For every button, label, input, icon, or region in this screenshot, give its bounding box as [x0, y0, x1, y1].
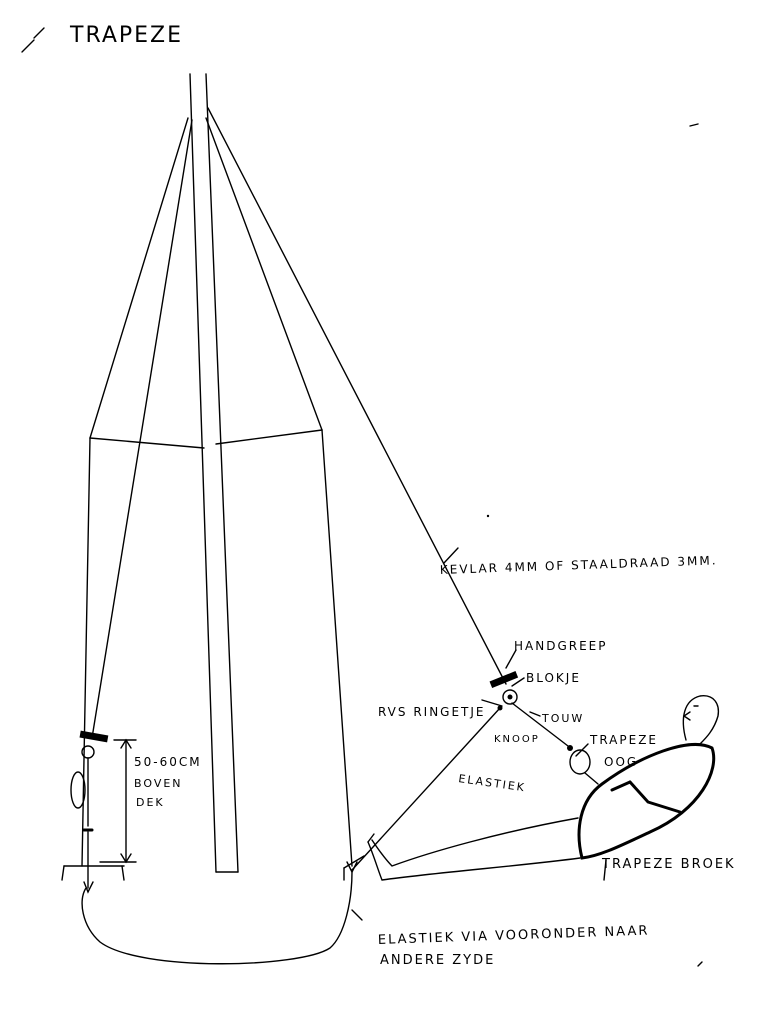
right-block-icon [502, 689, 518, 705]
mast [189, 73, 239, 873]
crew-figure [367, 695, 720, 881]
trapeze-oog-label-line-1: TRAPEZE [589, 733, 658, 747]
speck [486, 514, 490, 518]
height-label-line-3: DEK [136, 796, 165, 809]
elastic-cord [81, 707, 501, 965]
left-trapeze-wire [70, 119, 193, 894]
height-label-line-2: BOVEN [134, 777, 183, 790]
left-handgrip-icon [79, 730, 109, 743]
title: TRAPEZE [69, 23, 183, 48]
height-label-line-1: 50-60CM [134, 755, 202, 769]
title-slash-1 [21, 39, 35, 53]
trapeze-oog-label-line-2: OOG [604, 755, 638, 769]
right-handgrip-icon [489, 671, 519, 689]
left-ring-icon [70, 771, 86, 809]
leader-lines [351, 547, 607, 921]
elastiek-route-label-line-2: ANDERE ZYDE [380, 953, 495, 968]
knoop-label: KNOOP [494, 734, 540, 745]
speck [689, 123, 699, 127]
trapeze-eye-icon [569, 749, 591, 775]
kevlar-label: KEVLAR 4MM OF STAALDRAAD 3MM. [440, 553, 718, 577]
height-dimension [99, 738, 137, 864]
shrouds [81, 117, 353, 867]
harness-strap [628, 780, 682, 814]
blokje-label: BLOKJE [526, 671, 581, 685]
elastiek-route-label-line-1: ELASTIEK VIA VOORONDER NAAR [378, 924, 650, 948]
trapeze-broek-label: TRAPEZE BROEK [601, 857, 736, 872]
left-deck-fitting [61, 865, 125, 881]
touw-label: TOUW [541, 712, 584, 725]
elastiek-label: ELASTIEK [458, 772, 527, 794]
speck [697, 961, 703, 967]
handgreep-label: HANDGREEP [514, 639, 608, 653]
title-slash-2 [33, 27, 45, 39]
right-deck-fitting [343, 855, 365, 881]
right-trapeze-wire [207, 107, 599, 785]
knot-icon [567, 745, 573, 751]
rvs-ringetje-label: RVS RINGETJE [378, 705, 486, 719]
